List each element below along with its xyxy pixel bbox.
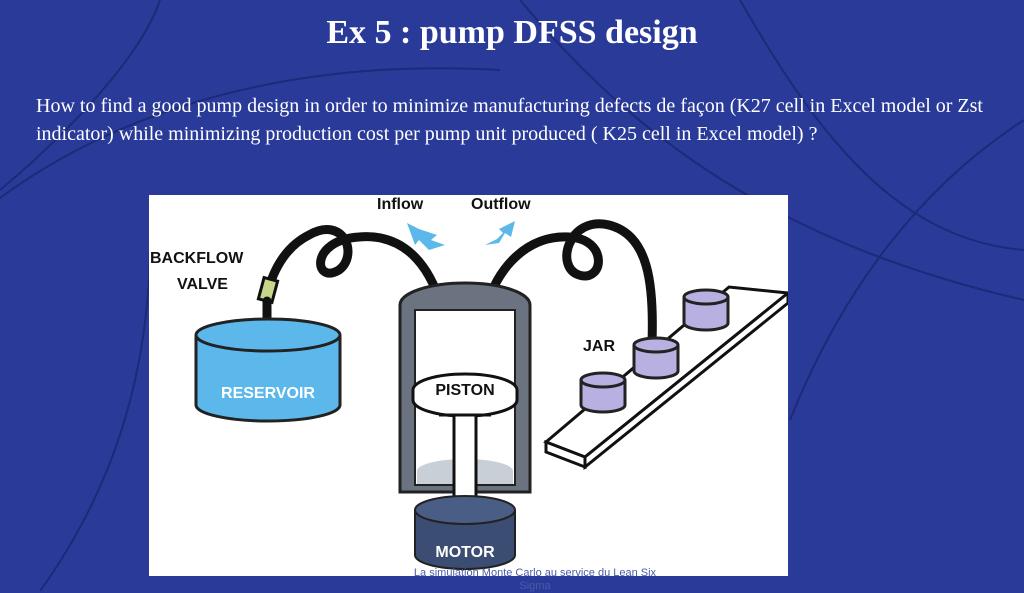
jar-label: JAR — [583, 338, 615, 355]
outflow-arrow — [485, 221, 515, 245]
slide-title: Ex 5 : pump DFSS design — [326, 14, 698, 51]
jar-2 — [632, 336, 680, 380]
inflow-arrow — [407, 223, 445, 250]
jar-1 — [579, 371, 627, 414]
footer-text: La simulation Monte Carlo au service du … — [370, 567, 700, 593]
question-text: How to find a good pump design in order … — [36, 95, 983, 145]
footer-line-1: La simulation Monte Carlo au service du … — [413, 567, 657, 579]
footer-line-2: Sigma — [519, 580, 551, 592]
pump-body — [398, 281, 532, 507]
motor — [414, 495, 516, 570]
motor-label: MOTOR — [435, 544, 495, 561]
jar-3 — [682, 288, 730, 332]
outflow-label: Outflow — [471, 196, 531, 213]
piston-label: PISTON — [435, 382, 494, 399]
inlet-hose — [262, 225, 446, 310]
inflow-label: Inflow — [377, 196, 424, 213]
reservoir-label: RESERVOIR — [221, 385, 315, 402]
outlet-hose — [482, 219, 657, 348]
backflow-label: BACKFLOW — [150, 250, 244, 267]
valve-label: VALVE — [177, 276, 228, 293]
reservoir — [194, 317, 342, 423]
pump-diagram: Inflow Outflow BACKFLOW VALVE RESERVOIR … — [149, 195, 792, 576]
